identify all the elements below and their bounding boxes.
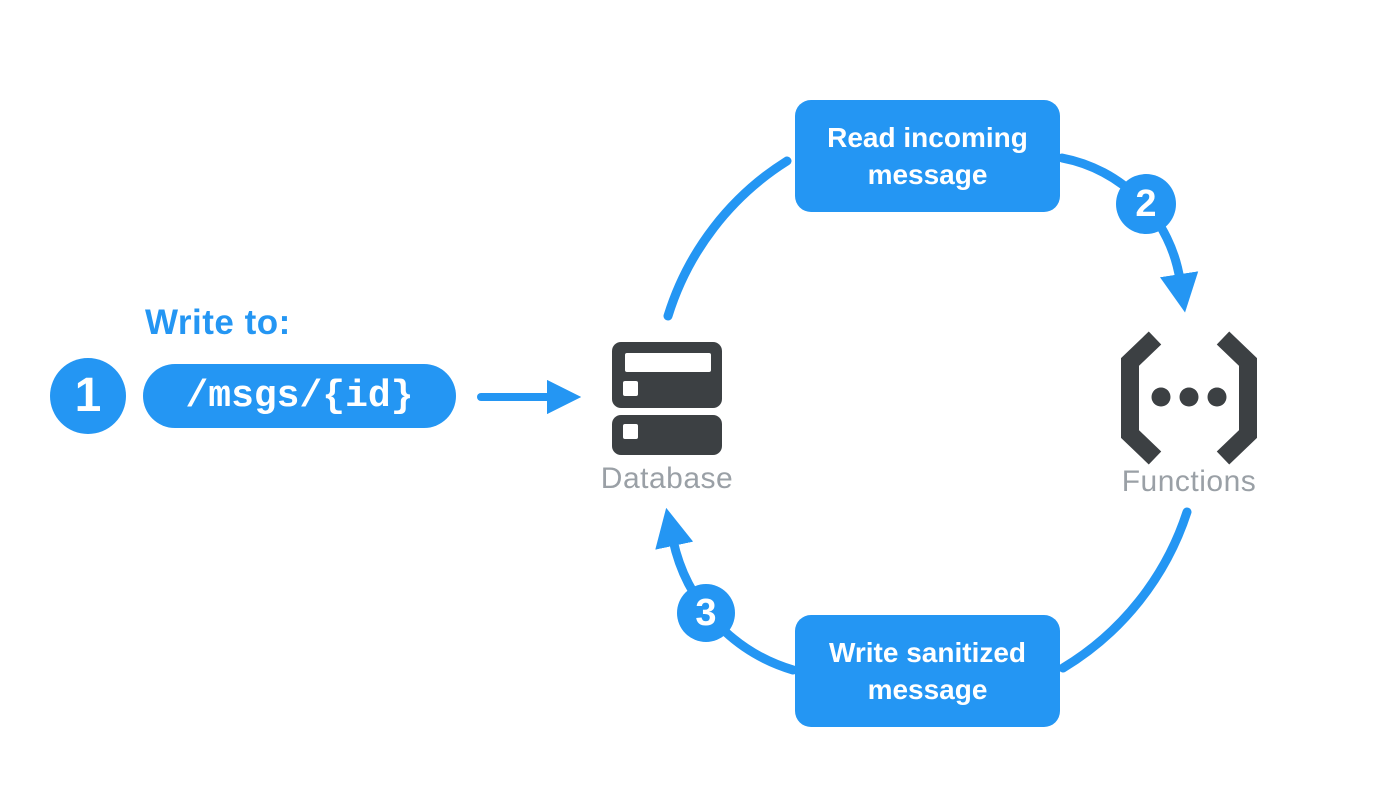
- functions-icon: [1121, 331, 1257, 465]
- database-path-pill: /msgs/{id}: [143, 364, 456, 428]
- write-to-heading: Write to:: [145, 303, 291, 342]
- arc-database-to-read-box: [663, 156, 792, 321]
- write-sanitized-message-box: Write sanitized message: [795, 615, 1060, 727]
- step-1-badge: 1: [50, 358, 126, 434]
- functions-label: Functions: [1121, 465, 1257, 498]
- arc-functions-to-write-box: [1058, 507, 1192, 673]
- read-incoming-message-box: Read incoming message: [795, 100, 1060, 212]
- step-3-badge: 3: [677, 584, 735, 642]
- database-label: Database: [600, 462, 734, 495]
- database-icon: [612, 342, 722, 455]
- step-2-badge: 2: [1116, 174, 1176, 234]
